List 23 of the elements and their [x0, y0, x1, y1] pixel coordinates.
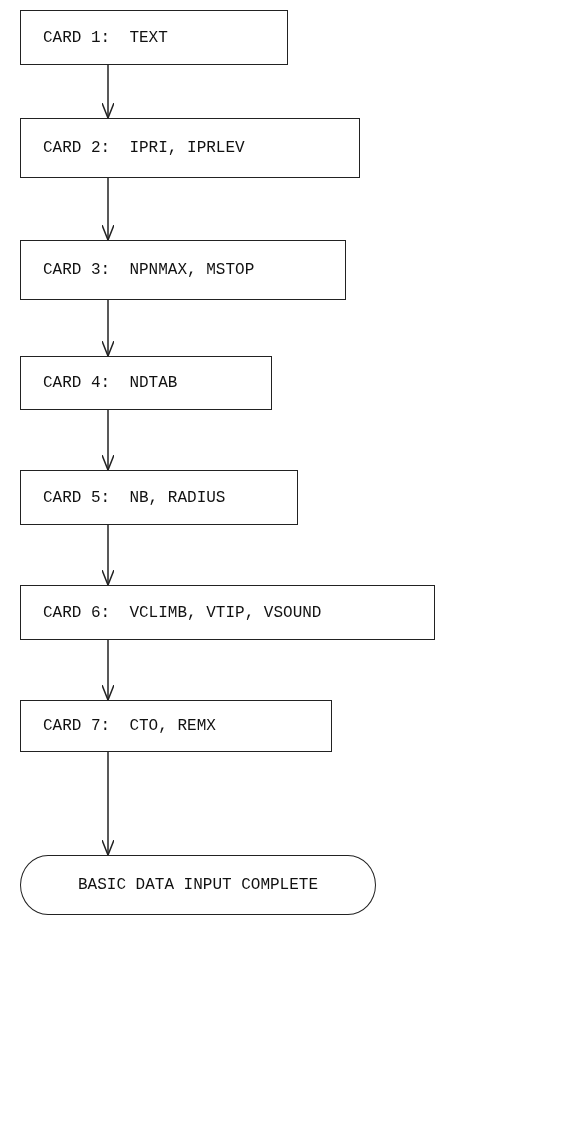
- box-label: CARD 2: IPRI, IPRLEV: [43, 139, 245, 157]
- arrow: [101, 409, 115, 471]
- process-box: [20, 585, 435, 640]
- arrow: [101, 639, 115, 701]
- arrow: [101, 524, 115, 586]
- process-box: [20, 470, 298, 525]
- process-box: [20, 356, 272, 410]
- box-label: CARD 7: CTO, REMX: [43, 717, 216, 735]
- box-label: CARD 6: VCLIMB, VTIP, VSOUND: [43, 603, 322, 622]
- box-label: CARD 5: NB, RADIUS: [43, 488, 226, 507]
- arrow: [101, 64, 115, 119]
- arrow: [101, 177, 115, 241]
- arrow: [101, 299, 115, 357]
- process-box: [20, 10, 288, 65]
- arrow: [101, 751, 115, 856]
- process-box: [20, 240, 346, 300]
- box-label: BASIC DATA INPUT COMPLETE: [77, 876, 318, 894]
- box-label: CARD 4: NDTAB: [43, 374, 178, 392]
- box-label: CARD 1: TEXT: [43, 28, 168, 47]
- process-box: [20, 118, 360, 178]
- process-box: [20, 700, 332, 752]
- box-label: CARD 3: NPNMAX, MSTOP: [43, 261, 255, 279]
- terminal-box: [20, 855, 376, 915]
